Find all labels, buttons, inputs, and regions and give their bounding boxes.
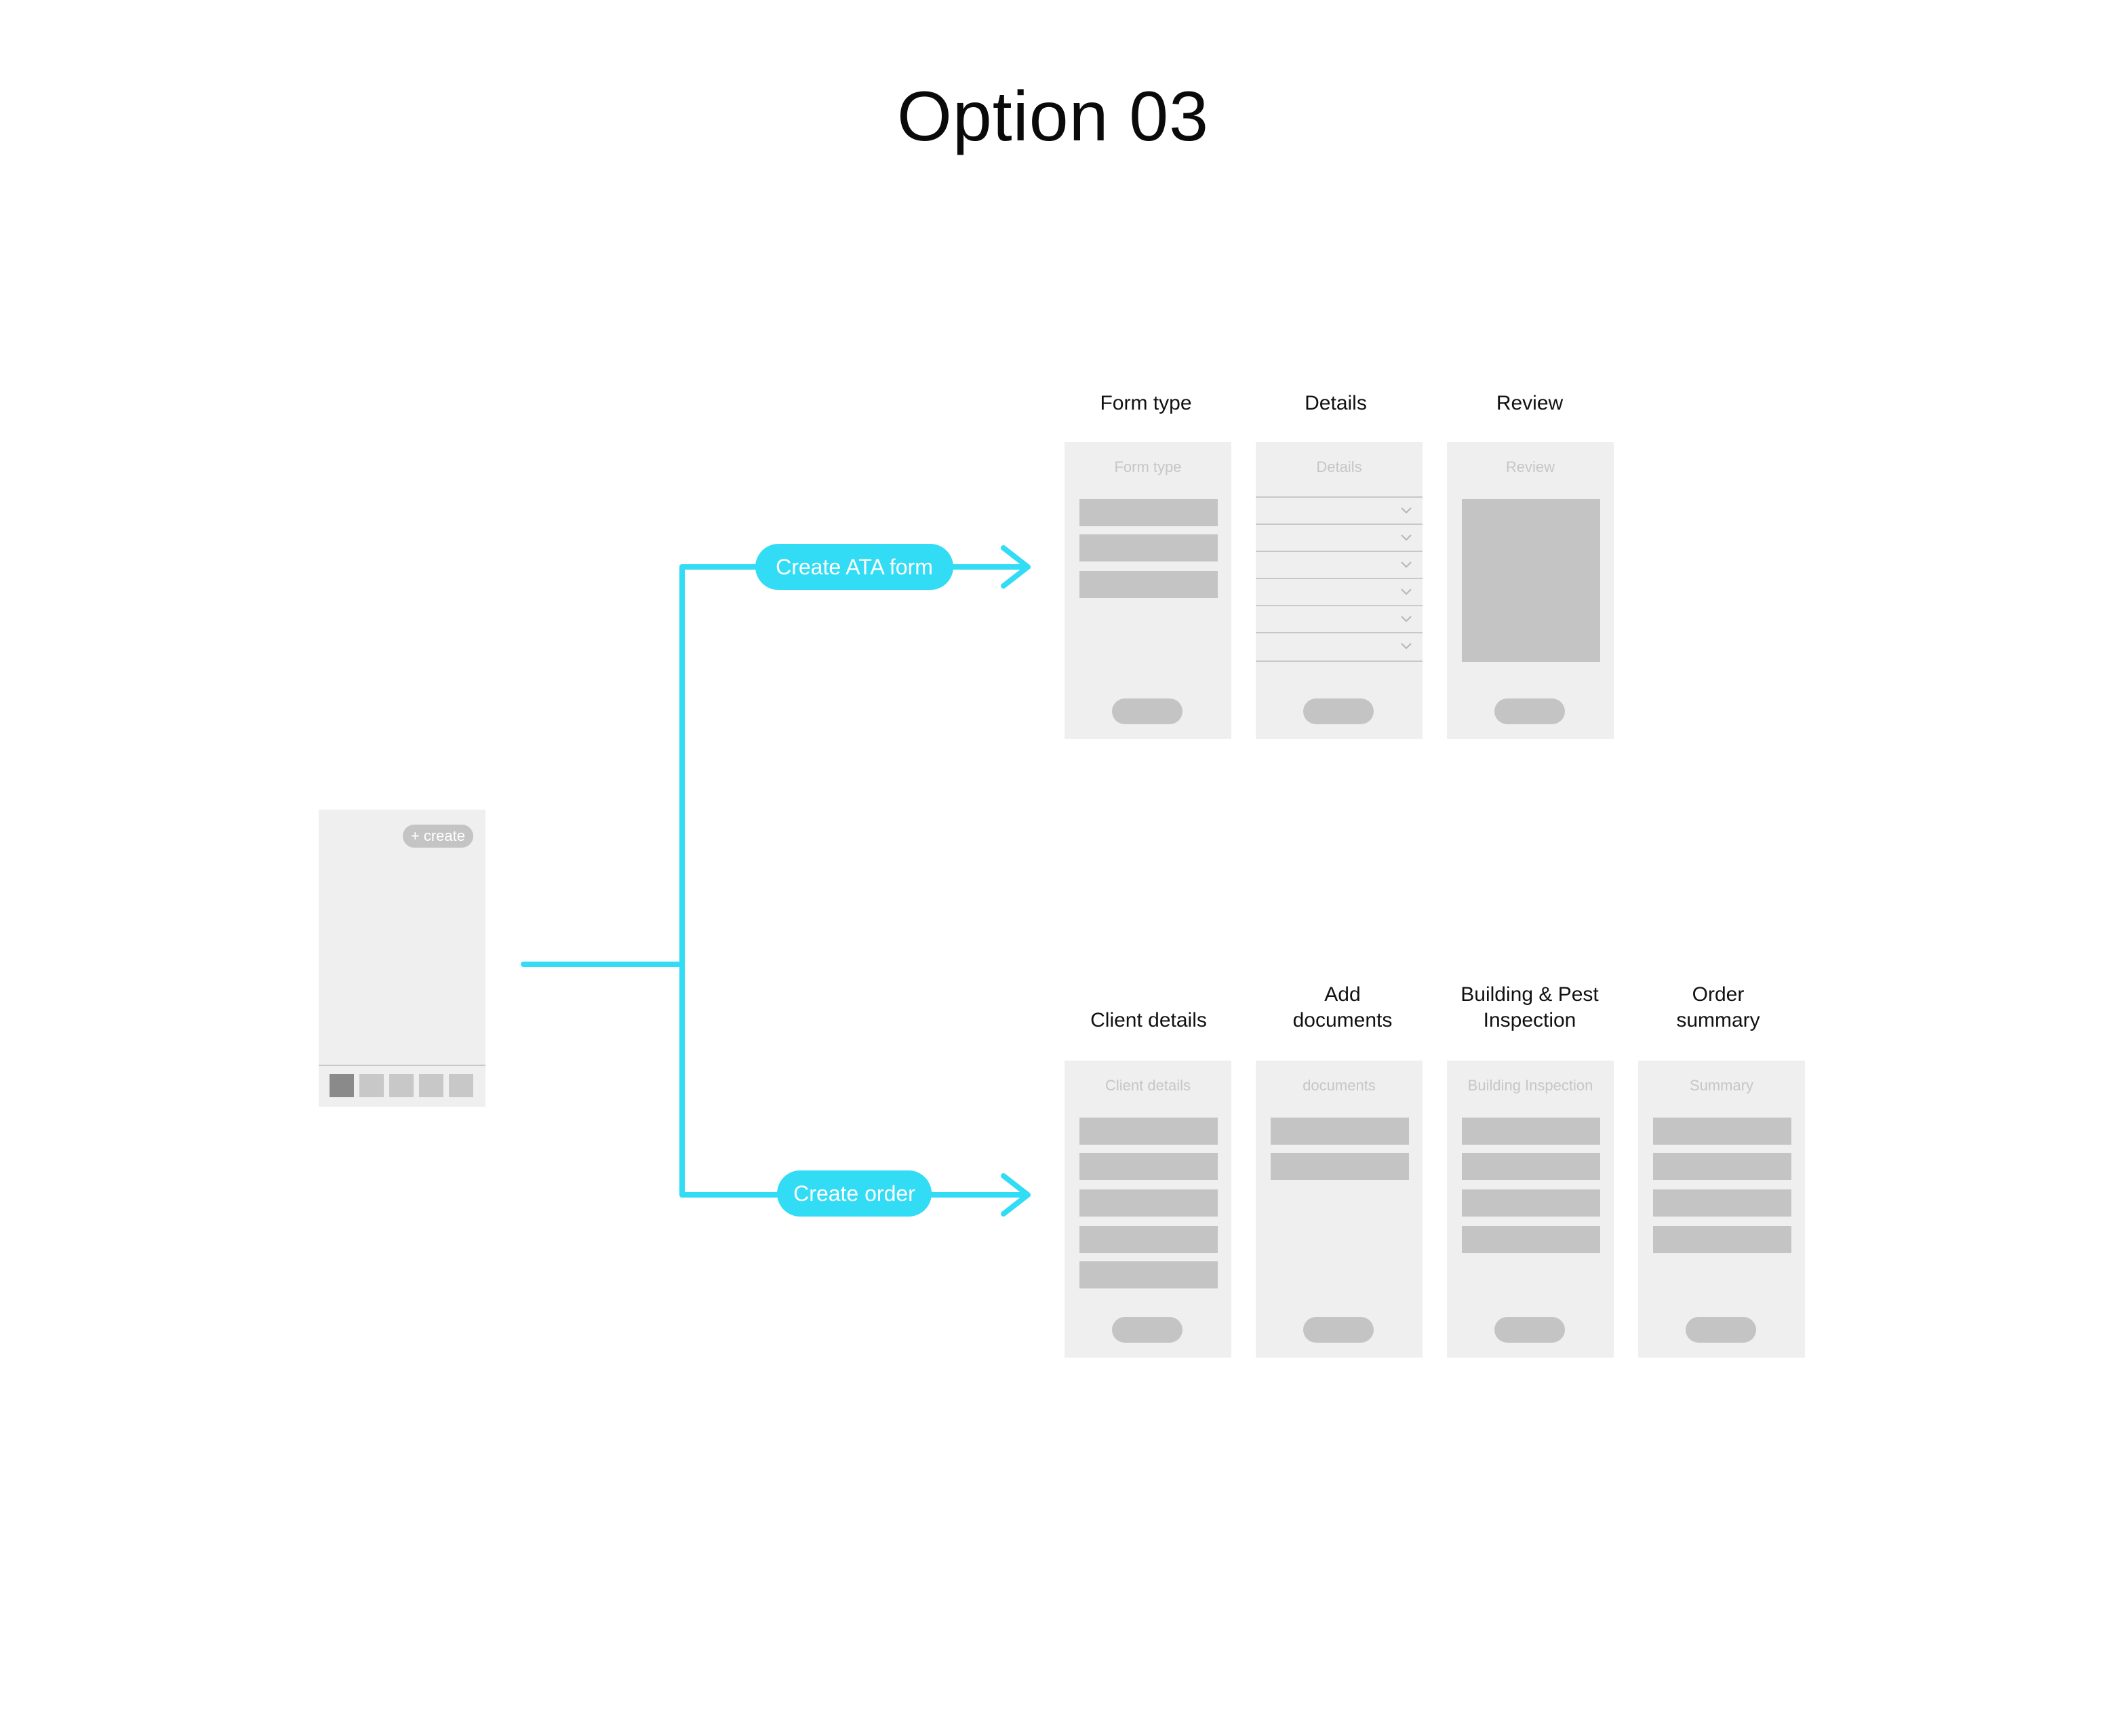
tab-4[interactable] [419,1074,443,1097]
step-label-form-type: Form type [1100,392,1192,414]
field-divider [1256,660,1423,662]
screen-form-type: Form type [1065,442,1231,739]
next-button[interactable] [1303,1317,1374,1343]
field-divider [1256,496,1423,498]
step-label-review: Review [1496,392,1564,414]
page-title: Option 03 [897,77,1209,156]
start-screen: + create [319,810,485,1107]
chevron-down-icon[interactable] [1399,533,1413,542]
screen-add-documents: documents [1256,1061,1423,1358]
field-divider [1256,524,1423,525]
chevron-down-icon[interactable] [1399,506,1413,515]
create-ata-form-label[interactable]: Create ATA form [755,544,953,590]
screen-title: documents [1303,1077,1376,1094]
review-preview [1462,499,1600,662]
next-button[interactable] [1494,1317,1565,1343]
arrow-head-ata [1001,545,1031,589]
tab-home[interactable] [330,1074,354,1097]
field-divider [1256,605,1423,606]
option-row[interactable] [1079,571,1218,598]
form-field[interactable] [1079,1261,1218,1288]
screen-title: Summary [1689,1077,1754,1094]
form-field[interactable] [1462,1153,1600,1180]
submit-button[interactable] [1494,698,1565,724]
summary-row [1653,1189,1791,1217]
tab-2[interactable] [359,1074,384,1097]
form-field[interactable] [1462,1189,1600,1217]
create-button[interactable]: + create [402,825,473,848]
screen-order-summary: Summary [1638,1061,1805,1358]
screen-title: Review [1505,458,1555,475]
next-button[interactable] [1112,1317,1183,1343]
next-button[interactable] [1112,698,1183,724]
chevron-down-icon[interactable] [1399,560,1413,570]
form-field[interactable] [1462,1226,1600,1253]
chevron-down-icon[interactable] [1399,587,1413,597]
screen-title: Form type [1114,458,1182,475]
form-field[interactable] [1462,1118,1600,1145]
field-divider [1256,551,1423,552]
screen-review: Review [1447,442,1614,739]
option-row[interactable] [1079,534,1218,561]
document-row[interactable] [1271,1118,1409,1145]
field-divider [1256,632,1423,633]
step-label-client-details: Client details [1090,1009,1207,1031]
screen-title: Details [1316,458,1362,475]
screen-title: Building Inspection [1467,1077,1593,1094]
step-label-building-pest-inspection: Building & Pest Inspection [1461,983,1599,1031]
confirm-button[interactable] [1686,1317,1756,1343]
arrow-head-order [1001,1173,1031,1217]
screen-building-inspection: Building Inspection [1447,1061,1614,1358]
tab-bar-divider [319,1065,485,1066]
screen-title: Client details [1105,1077,1191,1094]
summary-row [1653,1118,1791,1145]
screen-details: Details [1256,442,1423,739]
option-row[interactable] [1079,499,1218,526]
field-divider [1256,578,1423,579]
screen-client-details: Client details [1065,1061,1231,1358]
tab-5[interactable] [449,1074,473,1097]
chevron-down-icon[interactable] [1399,614,1413,624]
next-button[interactable] [1303,698,1374,724]
step-label-order-summary: Order summary [1676,983,1760,1031]
tab-3[interactable] [389,1074,414,1097]
step-label-add-documents: Add documents [1292,983,1393,1031]
create-order-label[interactable]: Create order [777,1170,932,1217]
form-field[interactable] [1079,1153,1218,1180]
summary-row [1653,1153,1791,1180]
form-field[interactable] [1079,1118,1218,1145]
summary-row [1653,1226,1791,1253]
form-field[interactable] [1079,1189,1218,1217]
chevron-down-icon[interactable] [1399,642,1413,651]
step-label-details: Details [1305,392,1367,414]
document-row[interactable] [1271,1153,1409,1180]
form-field[interactable] [1079,1226,1218,1253]
